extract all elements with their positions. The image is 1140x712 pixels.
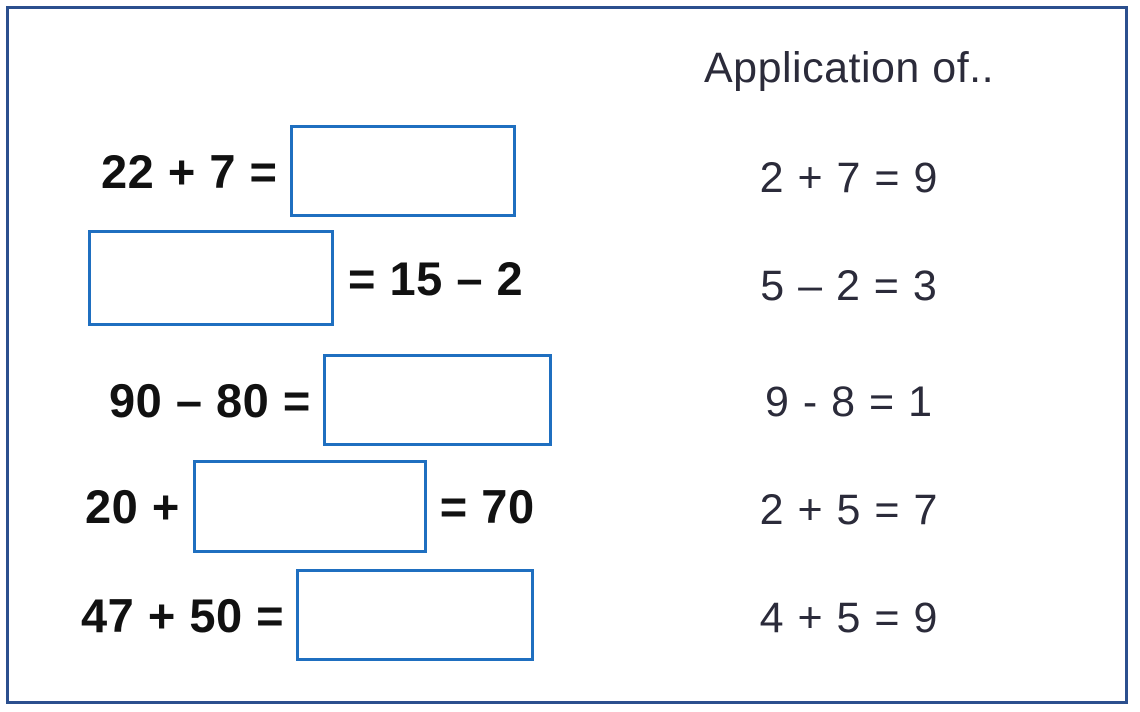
equations-column: 22 + 7 = = 15 – 2 90 – 80 = 20 + = 70 47… [9, 9, 609, 707]
worksheet-frame: 22 + 7 = = 15 – 2 90 – 80 = 20 + = 70 47… [6, 6, 1128, 704]
application-row: 4 + 5 = 9 [759, 594, 939, 642]
answer-box-3[interactable] [322, 354, 552, 446]
answer-box-2[interactable] [88, 230, 334, 326]
equation-row: = 15 – 2 [88, 230, 523, 326]
application-column: Application of.. 2 + 7 = 9 5 – 2 = 3 9 -… [629, 9, 1124, 707]
equation-prefix: 22 + 7 = [101, 144, 278, 198]
application-row: 9 - 8 = 1 [765, 378, 933, 426]
panel-title: Application of.. [703, 44, 995, 92]
answer-box-4[interactable] [192, 459, 427, 553]
equation-prefix: 90 – 80 = [109, 373, 311, 427]
equation-suffix: = 15 – 2 [348, 251, 524, 305]
answer-box-1[interactable] [289, 125, 516, 217]
application-row: 2 + 5 = 7 [759, 486, 939, 534]
application-row: 5 – 2 = 3 [760, 262, 938, 310]
application-row: 2 + 7 = 9 [759, 154, 939, 202]
equation-prefix: 47 + 50 = [81, 588, 285, 642]
equation-suffix: = 70 [439, 479, 535, 533]
equation-row: 20 + = 70 [85, 458, 535, 554]
equation-prefix: 20 + [85, 479, 180, 533]
answer-box-5[interactable] [296, 569, 535, 661]
equation-row: 22 + 7 = [101, 123, 516, 219]
equation-row: 47 + 50 = [81, 567, 535, 663]
equation-row: 90 – 80 = [109, 352, 552, 448]
